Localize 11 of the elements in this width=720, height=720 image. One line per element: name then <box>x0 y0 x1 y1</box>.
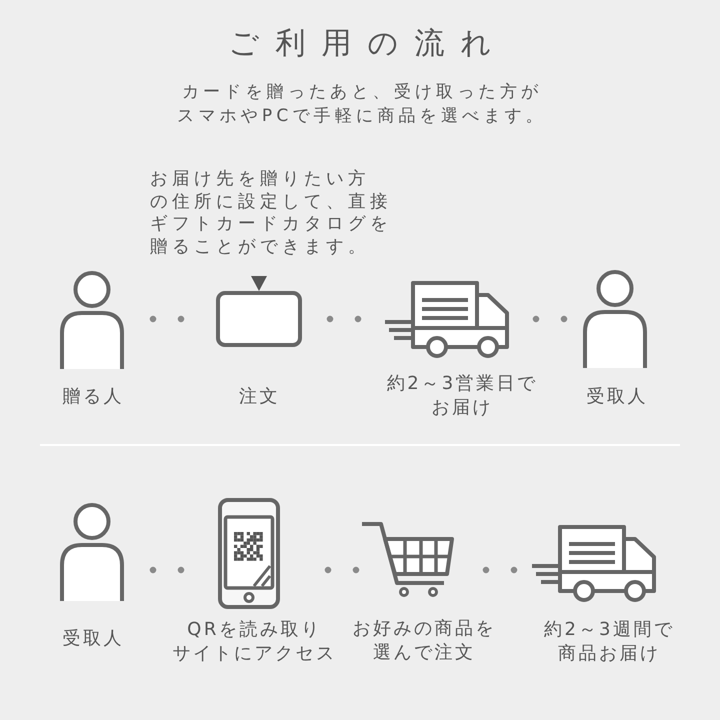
step-caption: QRを読み取りサイトにアクセス <box>172 618 336 666</box>
step-caption: 贈る人 <box>62 385 124 409</box>
title: ご利用の流れ <box>228 25 508 63</box>
step-caption: 注文 <box>238 385 280 409</box>
subtitle: カードを贈ったあと、受け取った方がスマホやPCで手軽に商品を選べます。 <box>177 81 547 128</box>
step-caption: 約2～3週間で商品お届け <box>544 618 674 666</box>
note-text: お届け先を贈りたい方の住所に設定して、直接ギフトカードカタログを贈ることができます。 <box>150 168 388 258</box>
step-caption: 約2～3営業日でお届け <box>386 372 538 420</box>
step-caption: お好みの商品を選んで注文 <box>352 617 496 665</box>
step-caption: 受取人 <box>586 385 648 409</box>
step-caption: 受取人 <box>62 627 124 651</box>
